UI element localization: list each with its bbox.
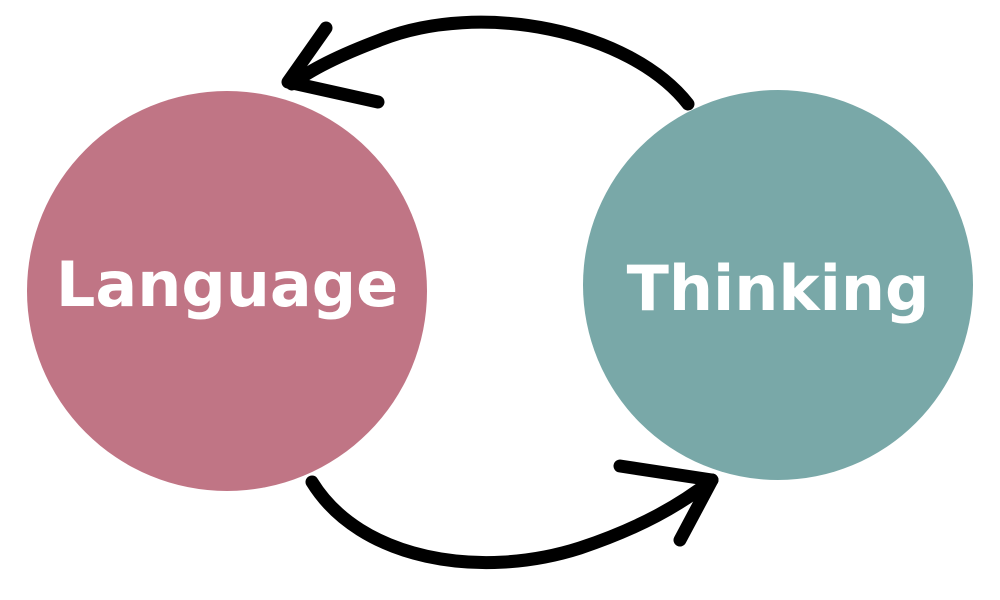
thinking-node: [583, 90, 973, 480]
arrowhead-icon: [613, 459, 719, 547]
language-label: Language: [56, 248, 398, 321]
arrow-thinking-to-language: [281, 15, 695, 111]
thinking-label: Thinking: [627, 252, 930, 325]
arrow-language-to-thinking: [305, 459, 719, 570]
language-node: [27, 91, 427, 491]
arrowhead-icon: [281, 21, 385, 109]
